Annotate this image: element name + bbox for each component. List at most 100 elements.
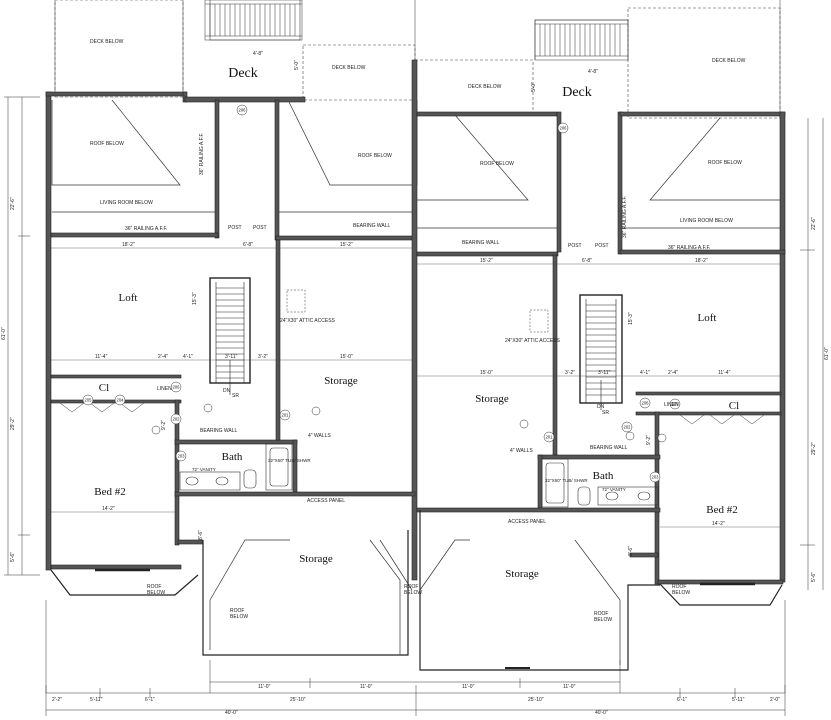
dim-row1-right: 11'-4" [718,370,731,376]
door-tag-labels: 206 206 205 204 206 202 203 201 206 205 … [85,108,680,480]
dim-deck-w-left: 4'-8" [253,51,263,57]
deck-below-outlines [54,0,781,119]
note-sr-left: SR [232,393,239,399]
room-loft-right: Loft [698,312,717,324]
room-closet-right: Cl [729,400,739,412]
note-dn-right: DN [597,404,605,410]
note-roof-below-1: ROOF BELOW [90,141,124,147]
room-deck-left: Deck [228,66,258,81]
note-railing-left: 36" RAILING A.F.F. [125,226,167,232]
dim-stor-b-right: 25'-10" [528,697,544,703]
note-deck-below-1: DECK BELOW [90,39,124,45]
dim-bot2: 5'-11" [90,697,103,703]
dim-storage-w-right: 15'-2" [480,258,493,264]
dim-loft-h-right: 15'-3" [628,312,634,325]
note-deck-below-3: DECK BELOW [468,84,502,90]
note-linen-left: LINEN [157,386,172,392]
stairs-left [209,277,251,395]
dim-row4-left: 3'-11" [225,354,238,360]
dim-stair-w-right: 6'-8" [582,258,592,264]
dim-left-bot: 5'-6" [10,552,16,562]
tag-206-left: 206 [239,108,247,113]
deck-railings [204,0,629,61]
note-walls-right: 4" WALLS [510,448,533,454]
dim-right-total: 61'-0" [824,347,830,360]
note-bearing-wall-2: BEARING WALL [462,240,500,246]
room-storage-upper-right: Storage [475,393,509,405]
dim-left-mid: 29'-2" [10,417,16,430]
room-storage-lower-right: Storage [505,568,539,580]
dim-row5-left: 3'-2" [258,354,268,360]
note-roof-below-4: ROOF BELOW [708,160,742,166]
dim-loft-w-left: 18'-2" [122,242,135,248]
note-access-panel-left: ACCESS PANEL [307,498,345,504]
dim-row1-left: 11'-4" [95,354,108,360]
dim-deck-h-right: 5'-0" [531,82,537,92]
tag-204-left: 204 [117,398,125,403]
room-bath-left: Bath [222,451,243,463]
room-bath-right: Bath [593,470,614,482]
dim-stor-c-right: 11'-0" [563,684,576,690]
dim-left-total: 61'-0" [1,327,7,340]
room-bed-left: Bed #2 [94,486,125,498]
tag-205-right: 205 [672,402,680,407]
tag-206-right-b: 206 [642,401,650,406]
note-vanity-right: 72" VANITY [602,487,626,492]
tag-202-right: 202 [624,425,632,430]
tag-206-right: 206 [560,126,568,131]
dim-bot3: 6'-1" [145,697,155,703]
tag-201-left: 201 [282,413,290,418]
lower-storage-outline [50,510,783,671]
stairs-right [579,294,623,410]
note-roof-5: ROOF [672,584,686,590]
dim-bed-h-left: 8'-6" [198,530,204,540]
room-storage-lower-left: Storage [299,553,333,565]
dim-stor-a-right: 11'-0" [462,684,475,690]
note-railing-right: 36" RAILING A.F.F. [668,245,710,251]
notes: DECK BELOW DECK BELOW DECK BELOW DECK BE… [90,39,746,623]
tag-203-right: 203 [652,475,660,480]
note-bearing-wall-1: BEARING WALL [353,223,391,229]
dim-row4-right: 3'-11" [598,370,611,376]
dim-bot4: 6'-1" [677,697,687,703]
note-below-1: BELOW [147,590,165,596]
note-tub-right: 32"X60" TUB/ SHWR [545,478,588,483]
note-post-1: POST [228,225,242,231]
closet-doors-right [679,414,765,425]
bath-fixtures-right [541,458,659,508]
door-tags [82,104,681,483]
note-bearing-wall-3: BEARING WALL [200,428,238,434]
dim-deck-h-left: 5'-0" [294,60,300,70]
dim-bed-h-right: 8'-6" [628,546,634,556]
dim-left-top: 22'-6" [10,197,16,210]
dim-bed-w-right: 14'-2" [712,521,725,527]
tag-202-left: 202 [173,417,181,422]
roof-below-upper [51,99,783,229]
tag-206b-left: 206 [173,385,181,390]
note-post-2: POST [253,225,267,231]
note-below-5: BELOW [672,590,690,596]
dim-right-top: 22'-6" [811,217,817,230]
dim-overall-left: 40'-0" [225,710,238,716]
dim-stair-w-left: 6'-8" [243,242,253,248]
dim-loft-w-right: 18'-2" [695,258,708,264]
dim-bot6: 2'-0" [770,697,780,703]
note-below-3: BELOW [404,590,422,596]
dim-row2-left: 2'-4" [158,354,168,360]
room-loft-left: Loft [119,292,138,304]
note-roof-3: ROOF [404,584,418,590]
dim-storage-w-left: 15'-2" [340,242,353,248]
interior-dimension-lines [51,247,780,528]
dim-small-b-right: 36" RAILING A.F.F. [622,196,628,238]
note-dn-left: DN [223,388,231,394]
note-roof-below-3: ROOF BELOW [480,161,514,167]
dim-row6-right: 15'-0" [480,370,493,376]
note-tub-left: 32"X60" TUB/ SHWR [268,458,311,463]
note-deck-below-4: DECK BELOW [712,58,746,64]
note-post-4: POST [595,243,609,249]
dimension-text: 4'-8" 4'-8" 5'-0" 5'-0" 22'-6" 61'-0" 29… [1,51,830,716]
walls [45,59,786,585]
attic-access-left [286,289,306,313]
note-sr-right: SR [602,410,609,416]
